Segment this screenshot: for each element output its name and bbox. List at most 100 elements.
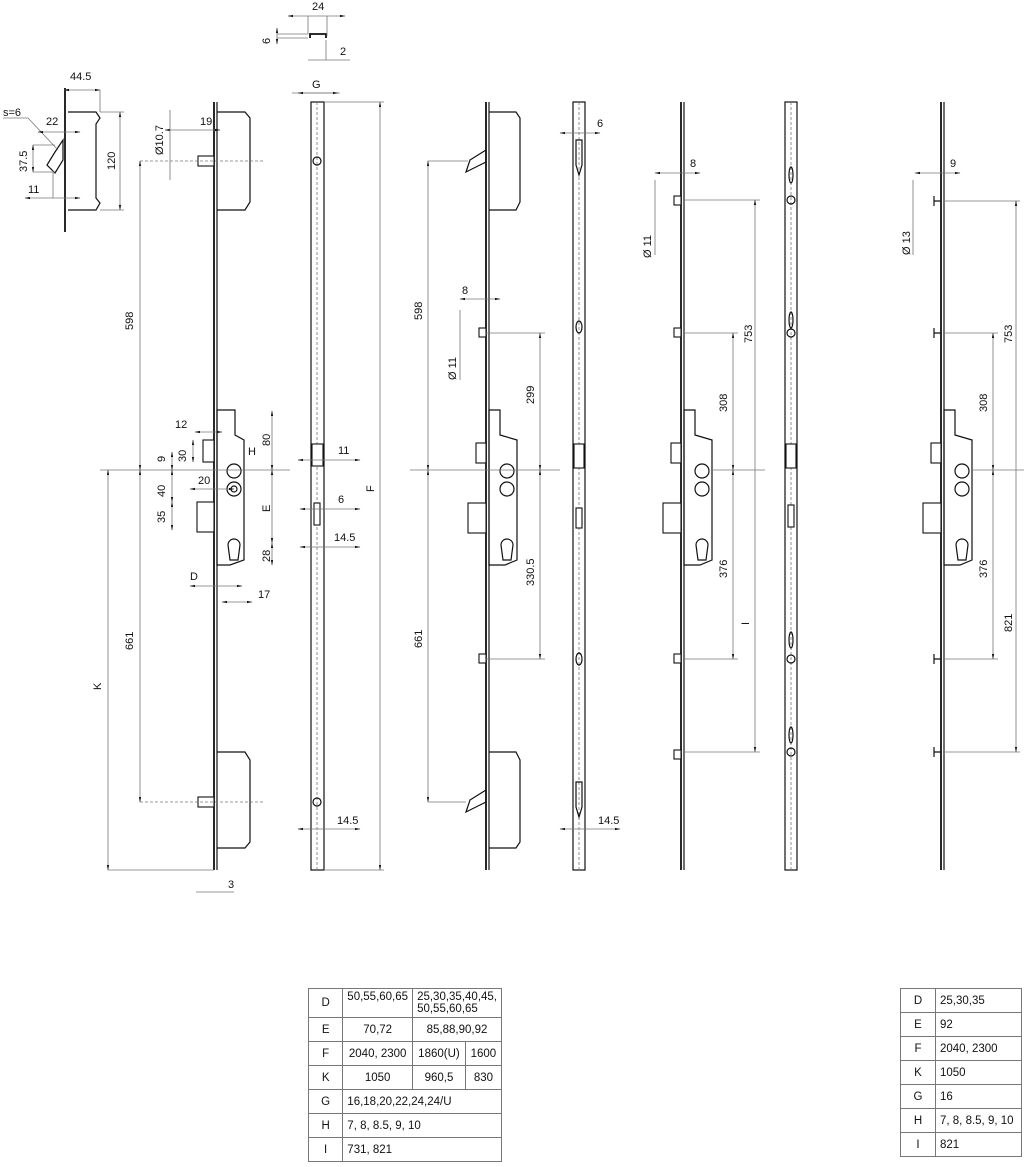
table-key: K bbox=[900, 1060, 936, 1085]
table-key: I bbox=[307, 1137, 344, 1162]
view-6-front bbox=[784, 101, 798, 871]
table-cell: 70,72 bbox=[342, 1017, 414, 1042]
dim-v1-upper: 598 bbox=[124, 312, 136, 330]
dim-keeper-height: 120 bbox=[106, 152, 118, 170]
dim-v2-slot-small: 6 bbox=[338, 494, 344, 506]
table-cell: 16 bbox=[935, 1084, 1022, 1109]
table-row: E 70,72 85,88,90,92 bbox=[307, 1017, 502, 1042]
view-4-front: 6 14.5 bbox=[559, 101, 621, 871]
dim-v7-roller-diameter: Ø 13 bbox=[901, 231, 913, 255]
dim-profile-offset: 2 bbox=[340, 46, 346, 58]
dim-v1-bolt-gap: 40 bbox=[156, 485, 168, 497]
table-key: E bbox=[900, 1012, 936, 1037]
table-cell: 1600 bbox=[464, 1041, 503, 1066]
table-cell: 7, 8, 8.5, 9, 10 bbox=[342, 1113, 502, 1138]
dim-v4-width-bottom: 14.5 bbox=[598, 815, 619, 827]
dim-v7-376: 376 bbox=[978, 560, 990, 578]
dim-v3-roller-diameter: Ø 11 bbox=[447, 357, 459, 380]
latch bbox=[202, 439, 215, 463]
dim-v1-h-label: H bbox=[248, 446, 256, 458]
table-cell: 92 bbox=[935, 1012, 1022, 1037]
dim-v1-e: E bbox=[261, 505, 273, 512]
table-cell: 85,88,90,92 bbox=[412, 1017, 502, 1042]
view-5-side: 8 Ø 11 753 308 376 I bbox=[642, 102, 765, 870]
dim-keeper-hook-offset: 22 bbox=[46, 116, 58, 128]
table-cell: 25,30,35 bbox=[935, 988, 1022, 1013]
dim-profile-height: 6 bbox=[261, 38, 273, 44]
dim-v3-roller-offset: 8 bbox=[462, 285, 468, 297]
view-2-front: 11 6 14.5 F 14.5 bbox=[297, 91, 384, 871]
dim-v3-upper: 598 bbox=[413, 302, 425, 320]
dim-keeper-base: 11 bbox=[28, 184, 39, 196]
table-key: G bbox=[900, 1084, 936, 1109]
dim-v3-299: 299 bbox=[525, 386, 537, 404]
dim-keeper-s: s=6 bbox=[3, 107, 21, 119]
table-cell: 830 bbox=[464, 1065, 503, 1090]
table-key: K bbox=[307, 1065, 344, 1090]
profile-shape bbox=[309, 33, 327, 38]
dim-v7-roller-offset: 9 bbox=[950, 158, 956, 170]
table-cell: 1860(U) bbox=[412, 1041, 466, 1066]
dim-v1-k: K bbox=[92, 682, 104, 690]
dim-v7-821: 821 bbox=[1003, 614, 1015, 632]
dim-keeper-depth: 44.5 bbox=[70, 71, 91, 83]
dim-profile-width: 24 bbox=[312, 1, 324, 13]
table-row: F 2040, 2300 1860(U) 1600 bbox=[307, 1041, 503, 1066]
table-cell: 2040, 2300 bbox=[935, 1036, 1022, 1061]
table-cell: 731, 821 bbox=[342, 1137, 502, 1162]
dim-v1-h-offset: 9 bbox=[156, 456, 168, 462]
table-key: H bbox=[307, 1113, 344, 1138]
table-key: G bbox=[307, 1089, 344, 1114]
table-cell: 1050 bbox=[342, 1065, 414, 1090]
view-3-side: 598 661 8 Ø 11 299 330.5 bbox=[410, 102, 560, 870]
dim-v7-308: 308 bbox=[978, 394, 990, 412]
dim-v2-slot-width: 11 bbox=[338, 445, 349, 457]
dim-v1-thickness: 3 bbox=[228, 879, 234, 891]
table-key: F bbox=[307, 1041, 344, 1066]
table-cell: 50,55,60,65 bbox=[342, 988, 414, 1018]
deadbolt bbox=[196, 501, 215, 533]
dim-v1-faceplate: 17 bbox=[258, 589, 270, 601]
dim-v5-roller-offset: 8 bbox=[690, 158, 696, 170]
dim-v3-lower: 661 bbox=[413, 630, 425, 648]
table-row: I 731, 821 bbox=[307, 1137, 502, 1162]
dim-v5-308: 308 bbox=[718, 394, 730, 412]
table-row: H 7, 8, 8.5, 9, 10 bbox=[307, 1113, 502, 1138]
dim-v1-pin-offset: 19 bbox=[200, 116, 212, 128]
table-key: E bbox=[307, 1017, 344, 1042]
dim-v1-pin-diameter: Ø10.7 bbox=[154, 125, 166, 155]
dim-v1-cyl-below: 28 bbox=[261, 550, 273, 562]
dim-v5-roller-diameter: Ø 11 bbox=[642, 235, 654, 258]
table-cell: 7, 8, 8.5, 9, 10 bbox=[935, 1108, 1022, 1133]
table-row: K 1050 960,5 830 bbox=[307, 1065, 503, 1090]
dim-keeper-hook-height: 37.5 bbox=[18, 151, 30, 172]
dim-v7-753: 753 bbox=[1003, 325, 1015, 343]
table-key: H bbox=[900, 1108, 936, 1133]
dim-v1-spindle-top: 80 bbox=[261, 434, 273, 446]
table-cell: 1050 bbox=[935, 1060, 1022, 1085]
view-1-side: 19 Ø10.7 598 661 K 12 30 9 H 80 20 40 35… bbox=[92, 102, 290, 893]
dim-v2-f: F bbox=[365, 485, 377, 492]
table-cell: 821 bbox=[935, 1132, 1022, 1157]
dim-v1-latch-offset: 12 bbox=[175, 419, 187, 431]
dim-v3-330: 330.5 bbox=[525, 558, 537, 586]
profile-detail: 24 6 2 G bbox=[261, 1, 350, 94]
dim-v1-bolt-offset: 20 bbox=[198, 475, 210, 487]
table-key: I bbox=[900, 1132, 936, 1157]
dim-v1-d: D bbox=[190, 571, 198, 583]
label-g-top: G bbox=[312, 79, 321, 91]
dim-v5-753: 753 bbox=[743, 325, 755, 343]
dim-v1-lower: 661 bbox=[124, 632, 136, 650]
keeper-detail: 44.5 s=6 22 37.5 11 120 bbox=[3, 71, 124, 232]
table-cell: 2040, 2300 bbox=[342, 1041, 414, 1066]
table-key: F bbox=[900, 1036, 936, 1061]
